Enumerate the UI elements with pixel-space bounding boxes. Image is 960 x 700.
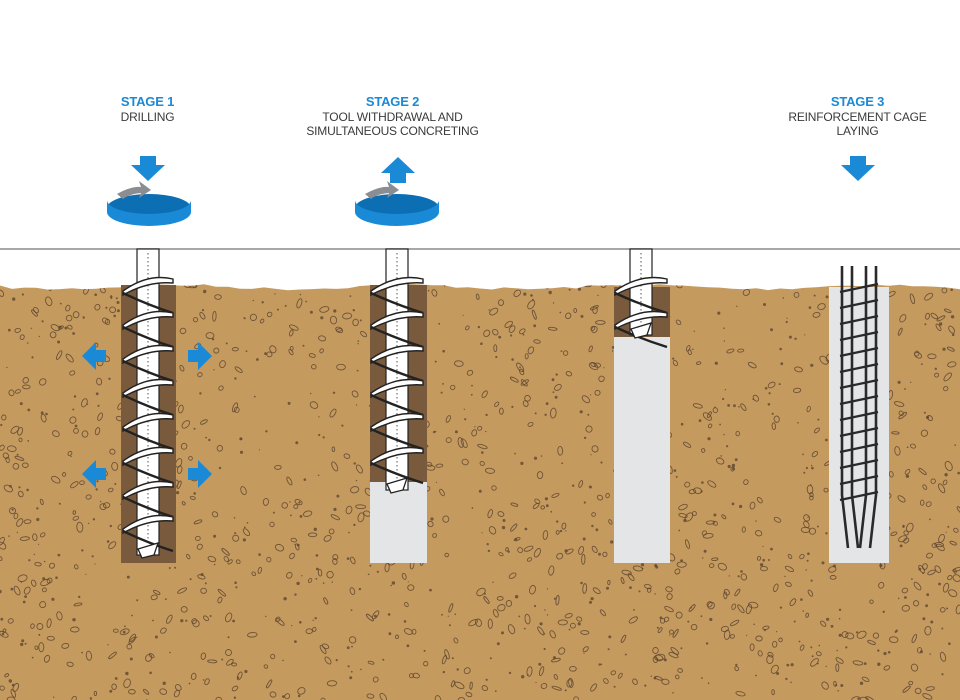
stage-2-line-2: SIMULTANEOUS CONCRETING	[306, 124, 479, 138]
stage-1-line-1: DRILLING	[120, 110, 175, 124]
displacement-left-lower-icon	[82, 460, 106, 488]
stage-2-title: STAGE 2	[365, 94, 420, 109]
stage-2-caption: STAGE 2 TOOL WITHDRAWAL AND SIMULTANEOUS…	[300, 94, 485, 139]
stage-1-push-down-icon	[131, 156, 165, 181]
stage-1-auger	[122, 248, 174, 559]
stage-3-line-2: LAYING	[836, 124, 879, 138]
stage-2-pull-up-icon	[381, 157, 415, 183]
displacement-left-upper-icon	[82, 342, 106, 370]
drilling-tools	[122, 248, 879, 559]
stage-3-caption: STAGE 3 REINFORCEMENT CAGE LAYING	[780, 94, 935, 139]
stage-2-line-1: TOOL WITHDRAWAL AND	[322, 110, 463, 124]
stage-3-lower-cage-icon	[841, 156, 875, 181]
stage-2-auger	[370, 248, 424, 494]
stage-1-rotation-icon	[107, 181, 191, 226]
stage-2b-concrete	[614, 337, 670, 563]
stage-2-concrete	[370, 482, 427, 563]
motion-icons	[82, 156, 875, 488]
stage-2b-auger-stub	[614, 248, 668, 349]
stage-1-title: STAGE 1	[120, 94, 175, 109]
displacement-right-upper-icon	[188, 342, 212, 370]
stage-3-title: STAGE 3	[830, 94, 885, 109]
stage-2-rotation-icon	[355, 181, 439, 226]
displacement-right-lower-icon	[188, 460, 212, 488]
stage-3-line-1: REINFORCEMENT CAGE	[788, 110, 927, 124]
stage-3-concrete	[829, 287, 889, 563]
stage-1-caption: STAGE 1 DRILLING	[70, 94, 225, 125]
reinforcement-cage	[839, 266, 879, 549]
